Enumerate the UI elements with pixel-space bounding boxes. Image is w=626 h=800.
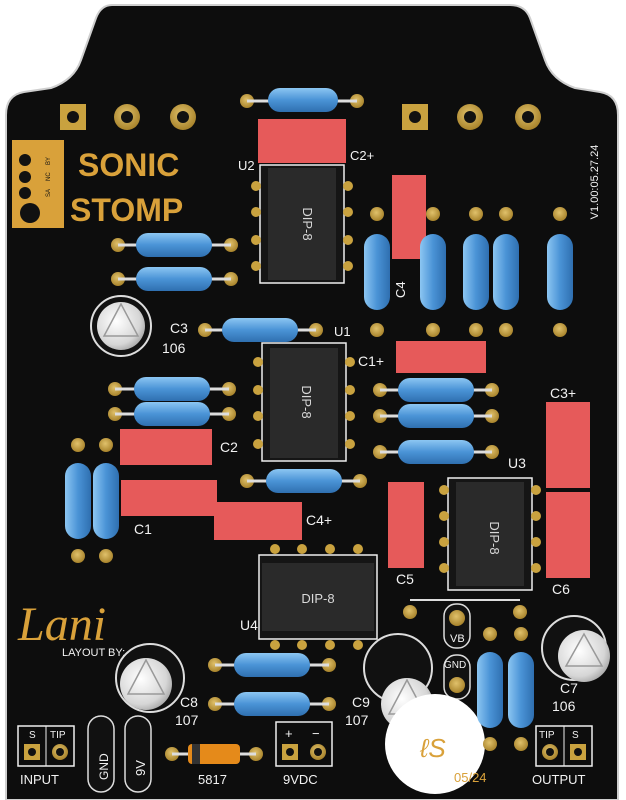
c1-label: C1 bbox=[134, 521, 152, 537]
c2-cap bbox=[120, 429, 212, 465]
c4-label: C4 bbox=[393, 281, 408, 298]
resistor-right-1 bbox=[373, 378, 499, 402]
c4-plus-label: C4+ bbox=[306, 512, 332, 528]
nine-v-wire-pad[interactable]: 9V bbox=[124, 715, 152, 793]
u2-ref: U2 bbox=[238, 158, 255, 173]
footswitch-pads-right bbox=[402, 104, 541, 130]
output-jack-pads[interactable]: TIP S bbox=[535, 725, 593, 767]
resistor-left-3 bbox=[108, 377, 236, 401]
dc-jack-pads[interactable]: + − bbox=[275, 721, 333, 767]
resistor-left-4 bbox=[108, 402, 236, 426]
output-s-label: S bbox=[572, 730, 579, 741]
c3-plus-cap bbox=[546, 402, 590, 488]
c5-label: C5 bbox=[396, 571, 414, 587]
dc-minus-label: − bbox=[312, 726, 320, 741]
resistor-r20 bbox=[208, 653, 336, 677]
c2-plus-label: C2+ bbox=[350, 148, 374, 163]
resistor-v2 bbox=[420, 207, 446, 337]
resistor-v1 bbox=[364, 207, 390, 337]
c7-label: C7 bbox=[560, 680, 578, 696]
u2-package: DIP-8 bbox=[300, 207, 315, 240]
gnd-pad: GND bbox=[443, 654, 471, 700]
diode-5817 bbox=[165, 744, 263, 764]
cc-license-badge: BY NC SA bbox=[12, 140, 64, 228]
nine-v-wire-label: 9V bbox=[133, 760, 148, 776]
u3-chip: DIP-8 U3 bbox=[439, 455, 541, 591]
c3-label: C3 bbox=[170, 320, 188, 336]
c9-value: 107 bbox=[345, 712, 369, 728]
footswitch-pads-left bbox=[60, 104, 196, 130]
resistor-v6 bbox=[65, 438, 91, 563]
u2-chip: DIP-8 U2 bbox=[238, 158, 353, 284]
cc-nc: NC bbox=[46, 172, 52, 181]
resistor-v5 bbox=[547, 207, 573, 337]
c3-plus-label: C3+ bbox=[550, 385, 576, 401]
c6-label: C6 bbox=[552, 581, 570, 597]
resistor-top bbox=[240, 88, 364, 112]
output-label: OUTPUT bbox=[532, 772, 586, 787]
resistor-left-1 bbox=[111, 233, 238, 257]
c9-label: C9 bbox=[352, 694, 370, 710]
c2-plus-cap bbox=[258, 119, 346, 163]
board-title-line1: SONIC bbox=[78, 147, 179, 183]
u1-chip: DIP-8 U1 bbox=[253, 324, 355, 462]
c1-plus-cap bbox=[396, 341, 486, 373]
date-badge-text: 05/24 bbox=[454, 770, 487, 785]
output-tip-label: TIP bbox=[539, 730, 555, 741]
date-badge bbox=[385, 694, 485, 794]
u3-ref: U3 bbox=[508, 455, 526, 471]
layout-by-text: LAYOUT BY: bbox=[62, 647, 125, 659]
dc-plus-label: + bbox=[285, 726, 293, 741]
diode-label: 5817 bbox=[198, 772, 227, 787]
resistor-left-2 bbox=[111, 267, 238, 291]
c3-value: 106 bbox=[162, 340, 186, 356]
c6-cap bbox=[546, 492, 590, 578]
vb-label: VB bbox=[450, 633, 465, 645]
resistor-v3 bbox=[463, 207, 489, 337]
c5-cap bbox=[388, 482, 424, 568]
c7-electrolytic bbox=[541, 615, 610, 682]
u3-package: DIP-8 bbox=[487, 521, 502, 554]
gnd-pad-label: GND bbox=[444, 660, 466, 671]
resistor-mid-bottom bbox=[240, 469, 367, 493]
c4-plus-cap bbox=[214, 502, 302, 540]
input-tip-label: TIP bbox=[50, 730, 66, 741]
lani-logo: Lani bbox=[17, 598, 106, 651]
cc-sa: SA bbox=[46, 189, 52, 197]
c1-plus-label: C1+ bbox=[358, 353, 384, 369]
u4-chip: DIP-8 U4 bbox=[240, 544, 378, 650]
c2-label: C2 bbox=[220, 439, 238, 455]
resistor-mid-top bbox=[198, 318, 323, 342]
u1-ref: U1 bbox=[334, 324, 351, 339]
c7-value: 106 bbox=[552, 698, 576, 714]
version-text: V1.00:05.27.24 bbox=[589, 145, 601, 220]
u4-package: DIP-8 bbox=[301, 591, 334, 606]
c1-cap bbox=[121, 480, 217, 516]
date-badge-logo: ℓS bbox=[419, 733, 446, 763]
resistor-v9 bbox=[508, 627, 534, 751]
u1-package: DIP-8 bbox=[299, 385, 314, 418]
input-label: INPUT bbox=[20, 772, 59, 787]
gnd-wire-pad[interactable]: GND bbox=[87, 715, 115, 793]
board-title-line2: STOMP bbox=[70, 192, 183, 228]
resistor-r21 bbox=[208, 692, 336, 716]
resistor-v7 bbox=[93, 438, 119, 563]
c8-label: C8 bbox=[180, 694, 198, 710]
u4-ref: U4 bbox=[240, 617, 258, 633]
resistor-v8 bbox=[477, 627, 503, 751]
c3-electrolytic bbox=[90, 295, 152, 357]
input-jack-pads[interactable]: S TIP bbox=[17, 725, 75, 767]
cc-by: BY bbox=[46, 157, 52, 165]
input-s-label: S bbox=[29, 730, 36, 741]
c-electrolytic-left bbox=[115, 643, 185, 713]
c8-value: 107 bbox=[175, 712, 199, 728]
gnd-wire-label: GND bbox=[97, 753, 111, 780]
resistor-v4 bbox=[493, 207, 519, 337]
resistor-right-2 bbox=[373, 404, 499, 428]
resistor-right-3 bbox=[373, 440, 499, 464]
dc-label: 9VDC bbox=[283, 772, 318, 787]
vb-pad: VB bbox=[443, 603, 471, 649]
